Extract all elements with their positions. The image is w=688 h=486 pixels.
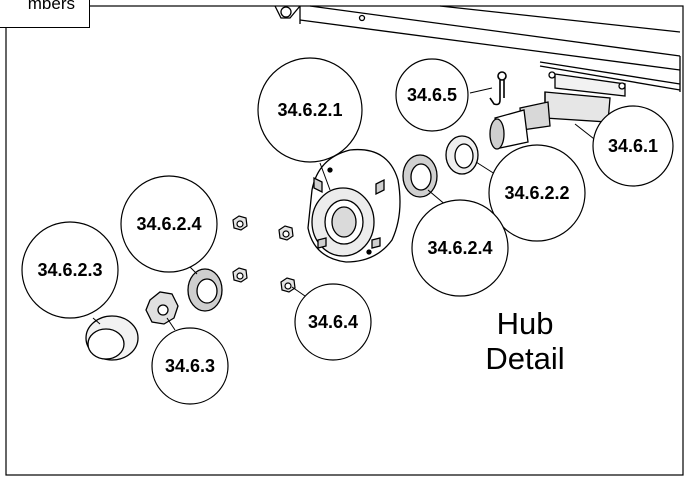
callout-label: 34.6.2.1 [277,100,342,120]
callout-label: 34.6.2.3 [37,260,102,280]
callout-label: 34.6.4 [308,312,358,332]
callout-34.6.2.3: 34.6.2.3 [21,221,119,319]
callout-34.6.5: 34.6.5 [395,58,469,132]
caption-line-2: Detail [485,341,565,376]
frame-border [5,5,684,476]
hub-detail-caption: Hub Detail [460,306,590,376]
header-tab-label: mbers [0,0,90,28]
callout-label: 34.6.1 [608,136,658,156]
callout-label: 34.6.5 [407,85,457,105]
callout-label: 34.6.2.2 [504,183,569,203]
cotter-pin [489,71,507,106]
castle-nut [145,291,179,325]
callout-34.6.2.4-right: 34.6.2.4 [411,199,509,297]
caption-line-1: Hub [496,306,554,341]
callout-34.6.3: 34.6.3 [151,327,229,405]
callout-34.6.2.2: 34.6.2.2 [488,144,586,242]
header-tab-text: mbers [27,0,75,13]
dust-cap [85,315,139,361]
trailer-frame [274,5,681,92]
callout-34.6.2.1: 34.6.2.1 [257,57,363,163]
callout-label: 34.6.3 [165,356,215,376]
callout-label: 34.6.2.4 [136,214,201,234]
callout-34.6.1: 34.6.1 [592,105,674,187]
callout-34.6.4: 34.6.4 [294,283,372,361]
lug-nuts [232,215,296,293]
bearing-left [187,268,223,312]
seal-ring [445,135,479,175]
bearing-right [402,154,438,198]
hub-body [307,148,401,263]
callout-34.6.2.4-left: 34.6.2.4 [120,175,218,273]
callout-label: 34.6.2.4 [427,238,492,258]
